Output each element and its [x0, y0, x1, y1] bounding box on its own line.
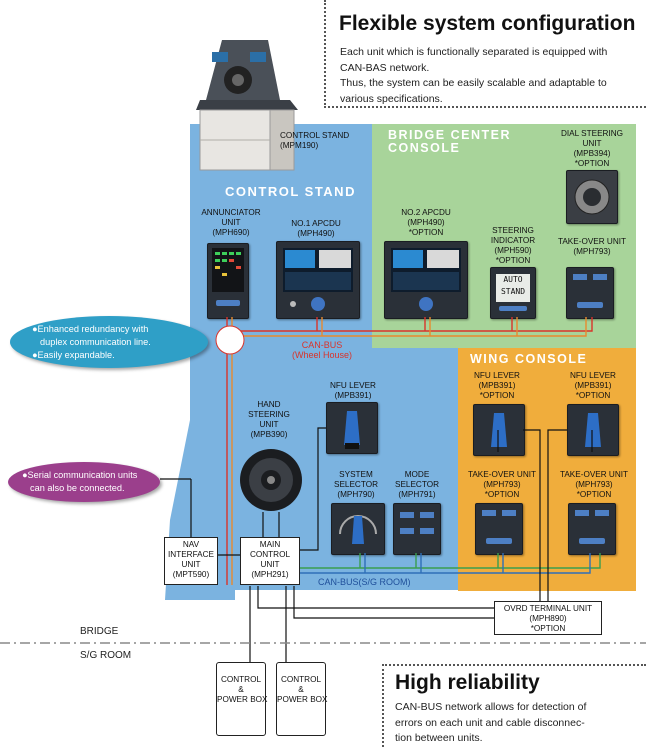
can-bus-wheel-house-label: CAN-BUS (Wheel House): [291, 340, 353, 360]
label-nfu-lever: NFU LEVER (MPB391): [330, 381, 376, 400]
system-selector-unit: [331, 503, 385, 555]
no2-apcdu-screen-graphic: [391, 248, 461, 311]
no1-apcdu-unit: [276, 241, 360, 319]
main-control-unit: MAIN CONTROL UNIT (MPH291): [240, 537, 300, 585]
section-body-reliability: CAN-BUS network allows for detection of …: [395, 701, 587, 744]
can-bus-sg-room-label: CAN-BUS(S/G ROOM): [318, 577, 411, 587]
label-no1-apcdu: NO.1 APCDU (MPH490): [291, 219, 341, 238]
redundancy-callout: ●Enhanced redundancy with duplex communi…: [10, 316, 208, 368]
section-body-flexible: Each unit which is functionally separate…: [340, 46, 608, 105]
no1-apcdu-screen-graphic: [283, 248, 353, 311]
region-title-bridge-console: BRIDGE CENTER CONSOLE: [388, 128, 511, 155]
section-title-reliability: High reliability: [395, 671, 540, 694]
nfu-lever-unit: [326, 402, 378, 454]
label-mode-selector: MODE SELECTOR (MPH791): [395, 470, 439, 499]
system-selector-graphic: [339, 515, 377, 544]
dial-steering-unit: [566, 170, 618, 224]
label-wing-takeover-right: TAKE-OVER UNIT (MPH793) *OPTION: [559, 470, 629, 499]
bottom-text-frame: [382, 664, 646, 747]
region-title-wing-console: WING CONSOLE: [470, 352, 588, 366]
label-takeover-bridge: TAKE-OVER UNIT (MPH793): [557, 237, 627, 256]
wing-takeover-right-graphic: [575, 510, 609, 544]
label-system-selector: SYSTEM SELECTOR (MPH790): [334, 470, 378, 499]
label-dial-steering: DIAL STEERING UNIT (MPB394) *OPTION: [560, 129, 624, 168]
label-wing-takeover-left: TAKE-OVER UNIT (MPH793) *OPTION: [467, 470, 537, 499]
indicator-buttons: [499, 306, 527, 311]
label-wing-nfu-left: NFU LEVER (MPB391) *OPTION: [474, 371, 520, 400]
label-control-stand-photo: CONTROL STAND (MPM190): [280, 131, 350, 150]
wing-nfu-right-unit: [567, 404, 619, 456]
steering-indicator-unit: AUTO STAND: [490, 267, 536, 319]
label-hand-steering: HAND STEERING UNIT (MPB390): [248, 400, 290, 439]
label-no2-apcdu: NO.2 APCDU (MPH490) *OPTION: [401, 208, 451, 237]
wing-nfu-right-graphic: [585, 413, 601, 447]
nfu-lever-graphic: [344, 411, 360, 449]
area-label-sg-room: S/G ROOM: [80, 650, 132, 661]
annunciator-panel-graphic: [212, 248, 244, 306]
nav-interface-unit: NAV INTERFACE UNIT (MPT590): [164, 537, 218, 585]
wing-nfu-left-graphic: [491, 413, 507, 447]
control-power-box-1: CONTROL & POWER BOX: [216, 662, 268, 736]
takeover-bridge-graphic: [573, 274, 607, 308]
takeover-bridge-unit: [566, 267, 614, 319]
wing-nfu-left-unit: [473, 404, 525, 456]
steering-indicator-screen: AUTO STAND: [496, 274, 530, 302]
control-power-box-2: CONTROL & POWER BOX: [276, 662, 328, 736]
wing-takeover-right-unit: [568, 503, 616, 555]
wing-takeover-left-graphic: [482, 510, 516, 544]
region-title-control-stand: CONTROL STAND: [225, 184, 356, 199]
area-label-bridge: BRIDGE: [80, 626, 119, 637]
annunciator-unit: [207, 243, 249, 319]
mode-selector-graphic: [400, 512, 434, 534]
ovrd-terminal-unit: OVRD TERMINAL UNIT (MPH890) *OPTION: [494, 601, 602, 635]
section-title-flexible: Flexible system configuration: [339, 12, 636, 35]
top-text-frame: [324, 0, 646, 108]
label-annunciator: ANNUNCIATOR UNIT (MPH690): [201, 208, 261, 237]
mode-selector-unit: [393, 503, 441, 555]
no2-apcdu-unit: [384, 241, 468, 319]
dial-graphic: [574, 179, 610, 215]
wing-takeover-left-unit: [475, 503, 523, 555]
label-steering-indicator: STEERING INDICATOR (MPH590) *OPTION: [490, 226, 536, 265]
serial-callout: ●Serial communication units can also be …: [8, 462, 160, 502]
label-wing-nfu-right: NFU LEVER (MPB391) *OPTION: [570, 371, 616, 400]
